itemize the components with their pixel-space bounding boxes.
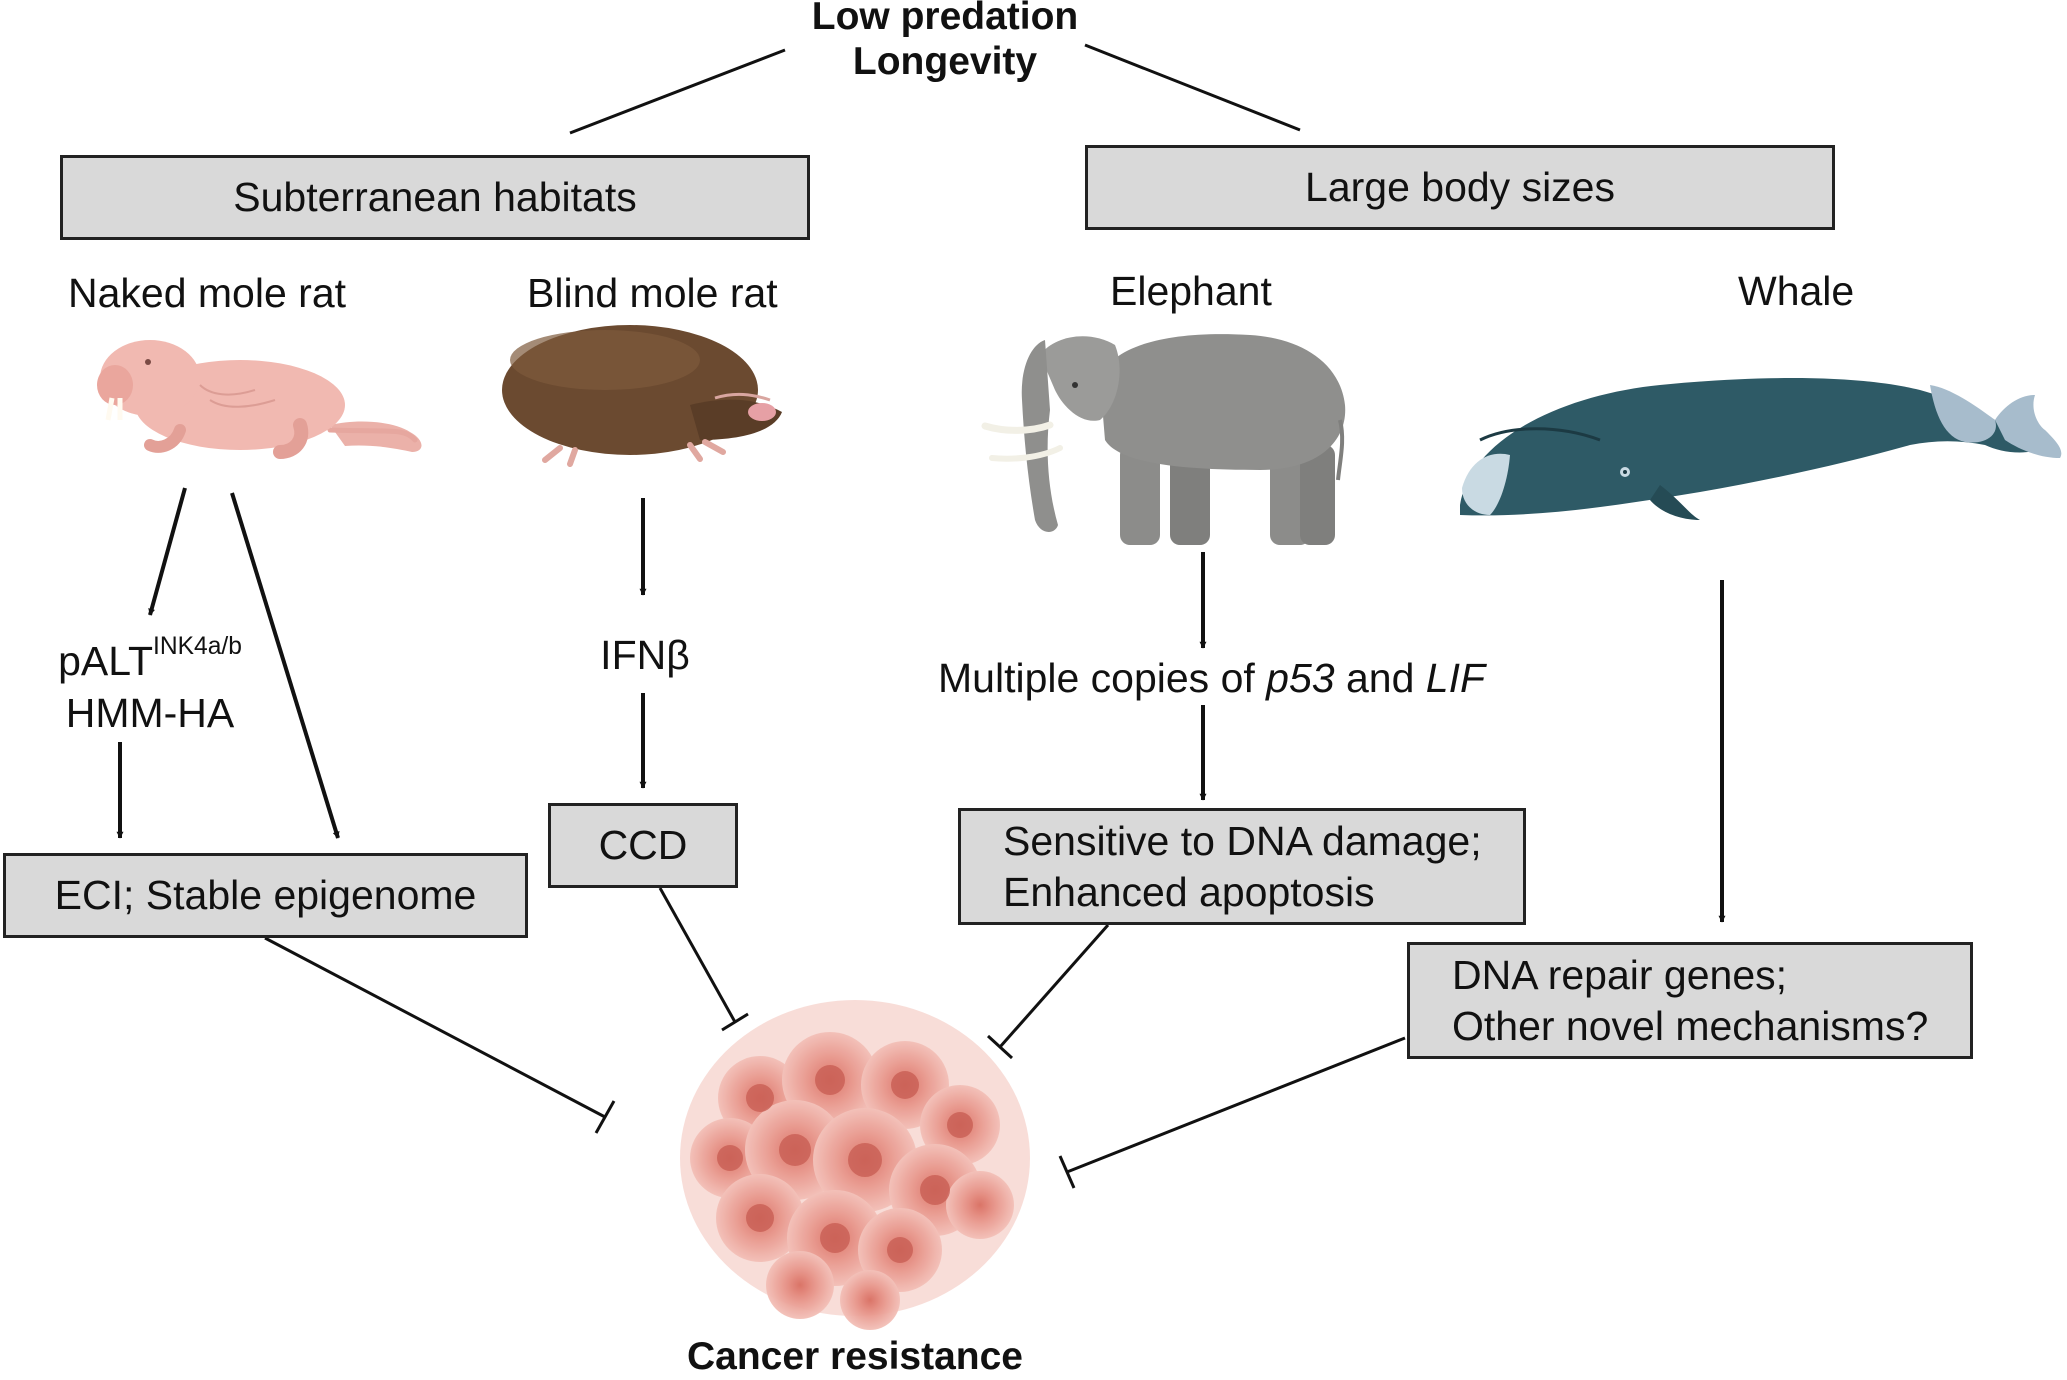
header-title-line1: Low predation bbox=[811, 0, 1079, 38]
outcome-box-eci: ECI; Stable epigenome bbox=[3, 853, 528, 938]
outcome-label-apoptosis-line2: Enhanced apoptosis bbox=[1003, 868, 1375, 915]
result-label-cancer-resistance: Cancer resistance bbox=[686, 1335, 1024, 1378]
gene-lif: LIF bbox=[1425, 655, 1486, 701]
category-label-subterranean: Subterranean habitats bbox=[233, 174, 637, 221]
blind-mole-rat-illustration bbox=[502, 325, 782, 467]
outcome-label-repair-line2: Other novel mechanisms? bbox=[1452, 1002, 1929, 1049]
animal-label-naked-mole-rat: Naked mole rat bbox=[68, 270, 347, 316]
header-title-line2: Longevity bbox=[852, 40, 1038, 83]
outcome-label-apoptosis-line1: Sensitive to DNA damage; bbox=[1003, 818, 1482, 865]
category-label-large-body: Large body sizes bbox=[1305, 164, 1615, 211]
mechanism-palt-label: pALT bbox=[58, 638, 154, 684]
tumor-cluster-illustration bbox=[680, 1000, 1030, 1330]
elephant-illustration bbox=[981, 334, 1346, 545]
arrow-nmr-to-palt bbox=[148, 487, 187, 616]
outcome-label-eci: ECI; Stable epigenome bbox=[54, 872, 477, 919]
mechanism-elephant-p53-lif: Multiple copies of p53 and LIF bbox=[938, 655, 1485, 702]
gene-p53: p53 bbox=[1266, 655, 1335, 701]
outcome-box-apoptosis: Sensitive to DNA damage; Enhanced apopto… bbox=[958, 808, 1526, 925]
mechanism-elephant-prefix: Multiple copies of bbox=[938, 655, 1267, 701]
animal-label-whale: Whale bbox=[1738, 268, 1855, 314]
inhibit-line-apoptosis bbox=[986, 924, 1110, 1060]
outcome-box-ccd: CCD bbox=[548, 803, 738, 888]
category-box-subterranean: Subterranean habitats bbox=[60, 155, 810, 240]
inhibit-line-eci bbox=[264, 936, 616, 1134]
mechanism-palt-superscript: INK4a/b bbox=[153, 633, 242, 661]
mechanism-nmr-hmm-ha: HMM-HA bbox=[65, 690, 235, 736]
inhibit-line-ccd bbox=[658, 887, 749, 1032]
header-left-line bbox=[569, 48, 786, 135]
outcome-box-dna-repair: DNA repair genes; Other novel mechanisms… bbox=[1407, 942, 1973, 1059]
arrow-nmr-to-eci bbox=[230, 492, 340, 839]
naked-mole-rat-illustration bbox=[97, 340, 422, 459]
header-right-line bbox=[1084, 43, 1301, 132]
mechanism-elephant-and: and bbox=[1334, 655, 1426, 701]
mechanism-nmr-palt: pALTINK4a/b bbox=[40, 634, 260, 685]
mechanism-bmr-ifnb: IFNβ bbox=[600, 632, 690, 678]
outcome-label-ccd: CCD bbox=[598, 822, 688, 869]
whale-illustration bbox=[1460, 378, 2062, 520]
inhibit-line-repair bbox=[1058, 1036, 1406, 1189]
animal-label-blind-mole-rat: Blind mole rat bbox=[527, 270, 778, 316]
outcome-label-repair-line1: DNA repair genes; bbox=[1452, 952, 1788, 999]
category-box-large-body: Large body sizes bbox=[1085, 145, 1835, 230]
animal-label-elephant: Elephant bbox=[1110, 268, 1272, 314]
